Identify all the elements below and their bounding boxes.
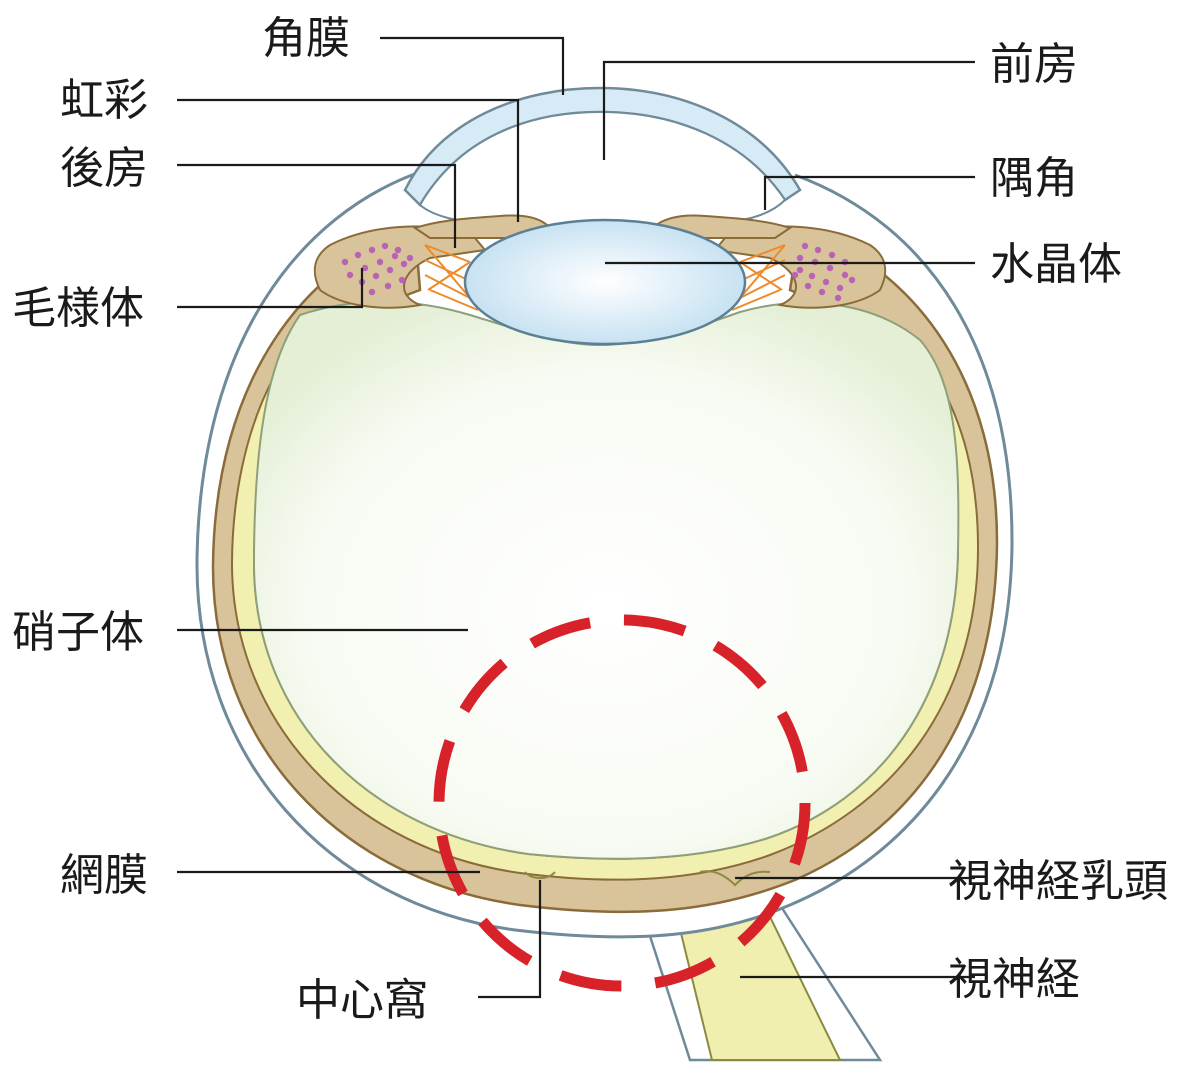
ciliary-dot — [381, 242, 389, 250]
leader-fovea — [478, 880, 542, 999]
label-iris: 虹彩 — [60, 75, 148, 126]
ciliary-dot — [818, 288, 826, 296]
ciliary-dot — [354, 251, 362, 259]
zonular-fiber — [739, 261, 783, 291]
highlight-dashed-circle — [433, 614, 811, 992]
ciliary-dot — [804, 282, 812, 290]
label-optic-nerve: 視神経 — [948, 954, 1080, 1005]
ciliary-dot — [814, 246, 822, 254]
ciliary-dot — [828, 251, 836, 259]
label-cornea: 角膜 — [262, 13, 350, 64]
ciliary-body-left — [313, 225, 487, 309]
fovea-pit — [524, 871, 556, 879]
ciliary-dot — [808, 272, 816, 280]
ciliary-dot — [372, 272, 380, 280]
ciliary-dot — [834, 294, 842, 302]
ciliary-dot — [341, 258, 349, 266]
zonular-fiber — [739, 244, 786, 299]
ciliary-dot — [400, 260, 408, 268]
ciliary-dot — [361, 264, 369, 272]
ciliary-dot — [346, 271, 354, 279]
ciliary-dot — [368, 288, 376, 296]
leader-angle — [763, 175, 975, 210]
ciliary-dot — [394, 246, 402, 254]
ciliary-dot — [848, 276, 856, 284]
ciliary-dot — [398, 276, 406, 284]
label-ciliary-body: 毛様体 — [12, 283, 144, 334]
label-retina: 網膜 — [60, 850, 148, 901]
ciliary-dot — [368, 246, 376, 254]
lens — [463, 218, 747, 346]
zonular-fiber — [424, 274, 471, 299]
ciliary-dot — [406, 254, 414, 262]
ciliary-body-dots — [341, 242, 856, 302]
ciliary-dot — [826, 264, 834, 272]
ciliary-dot — [801, 242, 809, 250]
label-lens: 水晶体 — [990, 239, 1122, 290]
leader-cornea — [380, 36, 565, 95]
label-optic-disc: 視神経乳頭 — [948, 856, 1168, 907]
ciliary-dot — [796, 254, 804, 262]
label-anterior-chamber: 前房 — [990, 39, 1078, 90]
vitreous-body — [252, 300, 960, 860]
label-vitreous: 硝子体 — [12, 607, 144, 658]
ciliary-dot — [791, 271, 799, 279]
zonular-fiber — [424, 244, 471, 299]
ciliary-dot — [376, 258, 384, 266]
zonular-fiber — [739, 244, 786, 263]
ciliary-dot — [796, 266, 804, 274]
label-fovea: 中心窩 — [296, 975, 428, 1026]
leader-ciliary-body — [177, 268, 364, 309]
ciliary-dot — [391, 252, 399, 260]
ciliary-dot — [384, 282, 392, 290]
ciliary-dot — [386, 266, 394, 274]
zonular-fiber — [424, 244, 471, 263]
leader-lines — [177, 36, 975, 999]
ciliary-dot — [822, 278, 830, 286]
zonular-fiber — [429, 289, 479, 311]
leader-posterior-chamber — [177, 163, 457, 248]
label-posterior-chamber: 後房 — [60, 143, 148, 194]
optic-disc — [699, 870, 771, 887]
ciliary-dot — [836, 284, 844, 292]
ciliary-dot — [841, 271, 849, 279]
leader-iris — [177, 98, 520, 222]
zonular-fiber — [427, 261, 471, 291]
label-angle: 隅角 — [990, 153, 1078, 204]
leader-anterior-chamber — [602, 60, 975, 160]
zonular-fiber — [739, 274, 786, 299]
zonular-fiber — [731, 289, 781, 311]
